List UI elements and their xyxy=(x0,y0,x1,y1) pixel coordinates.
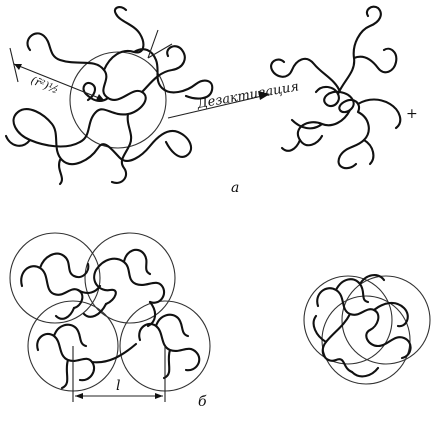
caption-a: а xyxy=(231,180,239,196)
chain-top-right xyxy=(94,250,164,304)
polymer-chain-collapsed xyxy=(271,59,369,168)
caption-b: б xyxy=(198,394,207,410)
plus-sign: + xyxy=(406,106,418,122)
distance-label: l xyxy=(116,378,120,394)
chain-bottom-left xyxy=(37,325,94,388)
radius-label: (r̄²)½ xyxy=(29,74,61,97)
polymer-chain-collapsed-2 xyxy=(292,7,400,129)
polymer-chain-left-2 xyxy=(104,7,212,98)
polymer-chain-left-4 xyxy=(6,136,62,184)
panel-b: l б xyxy=(10,233,430,410)
chain-bottom-right xyxy=(139,315,199,378)
chain-top-left xyxy=(21,254,88,308)
panel-a: (r̄²)½ Дезактивация + а xyxy=(6,7,418,196)
sphere-compressed-3 xyxy=(322,296,410,384)
polymer-chain-left-3 xyxy=(84,46,185,183)
sphere-compressed-2 xyxy=(342,276,430,364)
sphere-top-left xyxy=(10,233,100,323)
